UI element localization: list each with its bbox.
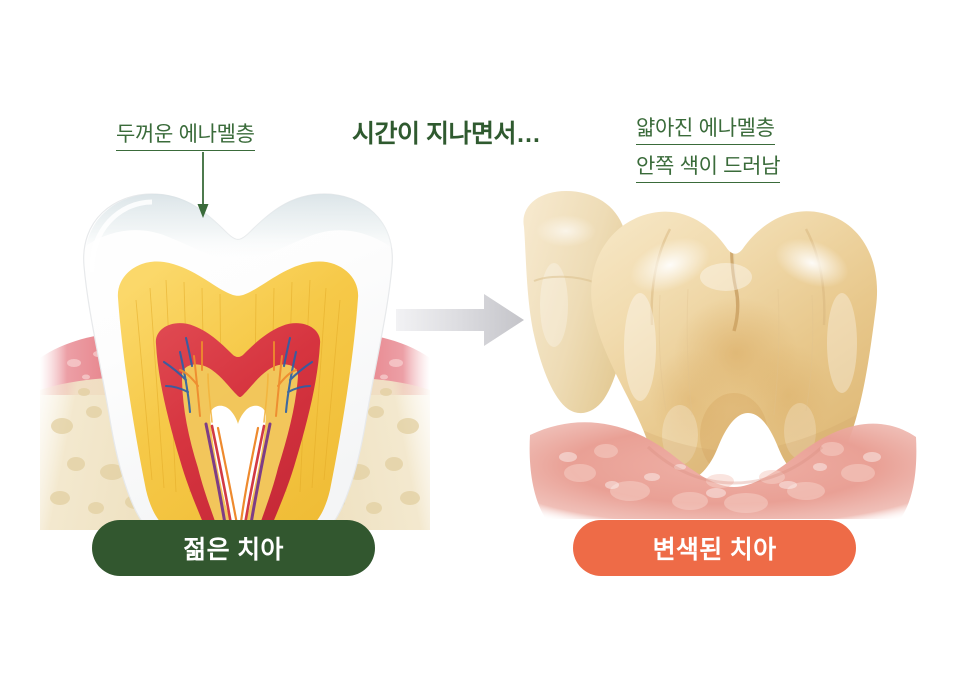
- label-time-passing: 시간이 지나면서…: [352, 120, 541, 148]
- label-enamel-thick: 두꺼운 에나멜층: [116, 118, 255, 151]
- stained-tooth-illustration: [523, 191, 917, 519]
- label-enamel-thin: 얇아진 에나멜층: [636, 112, 775, 145]
- arrow-right-icon: [396, 294, 524, 346]
- badge-stained-tooth-label: 변색된 치아: [652, 536, 777, 564]
- badge-stained-tooth: 변색된 치아: [573, 520, 856, 576]
- label-inner-color: 안쪽 색이 드러남: [636, 150, 781, 183]
- label-inner-color-text: 안쪽 색이 드러남: [636, 150, 781, 183]
- badge-young-tooth: 젊은 치아: [92, 520, 375, 576]
- tooth-photo-stained: [520, 185, 920, 535]
- young-tooth-illustration: [40, 193, 430, 532]
- label-enamel-thick-text: 두꺼운 에나멜층: [116, 118, 255, 151]
- tooth-cross-section-young: [40, 180, 430, 532]
- badge-young-tooth-label: 젊은 치아: [183, 536, 284, 564]
- adjacent-tooth: [523, 191, 631, 414]
- pulp-chamber: [155, 323, 321, 532]
- gum-tissue-photo: [529, 422, 917, 519]
- arrow-down-icon: [197, 152, 209, 218]
- label-enamel-thin-text: 얇아진 에나멜층: [636, 112, 775, 145]
